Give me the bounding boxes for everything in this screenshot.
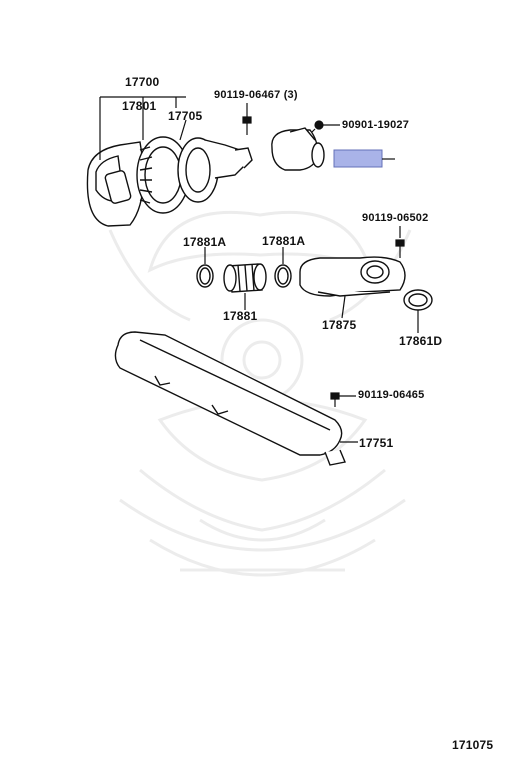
bolt-icon [395, 239, 405, 258]
part-label-17705[interactable]: 17705 [168, 109, 203, 123]
part-label-90119-06502[interactable]: 90119-06502 [362, 212, 429, 224]
air-duct [114, 331, 346, 466]
hose-clamp-left [196, 264, 214, 288]
part-label-90119-06465[interactable]: 90119-06465 [358, 389, 425, 401]
part-label-17881[interactable]: 17881 [223, 309, 258, 323]
part-label-90119-06467[interactable]: 90119-06467 (3) [214, 89, 298, 101]
part-label-17875[interactable]: 17875 [322, 318, 357, 332]
part-label-17801[interactable]: 17801 [122, 99, 157, 113]
part-label-17861D[interactable]: 17861D [399, 334, 443, 348]
hose-clamp-right [274, 264, 292, 288]
figure-number: 171075 [452, 738, 494, 752]
air-cleaner-assembly [86, 136, 253, 227]
part-label-17881A-right[interactable]: 17881A [262, 234, 306, 248]
hose-clamp-17861d [403, 289, 433, 311]
air-flow-meter [271, 127, 325, 171]
part-label-90901-19027[interactable]: 90901-19027 [342, 119, 410, 131]
bolt-icon [330, 392, 340, 407]
intake-pipe [299, 256, 406, 297]
leader-lines [99, 96, 419, 443]
bolt-icon [242, 116, 252, 135]
part-label-17751[interactable]: 17751 [359, 436, 394, 450]
highlight-box [333, 149, 383, 168]
intake-hose [223, 263, 267, 293]
part-label-17700[interactable]: 17700 [125, 75, 160, 89]
part-label-17881A-left[interactable]: 17881A [183, 235, 227, 249]
